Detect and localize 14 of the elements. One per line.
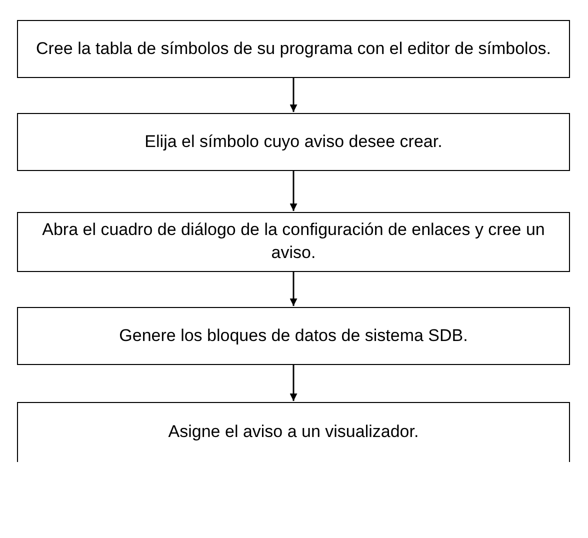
step-text: Elija el símbolo cuyo aviso desee crear. [144,130,442,153]
process-box [17,212,570,272]
step-text: Abra el cuadro de diálogo de la configuración de enlaces y cree un aviso. [41,219,546,264]
step-text: Asigne el aviso a un visualizador. [168,421,419,444]
arrow [290,171,298,211]
process-box [17,307,570,365]
process-box [17,20,570,78]
step-text: Cree la tabla de símbolos de su programa con el editor de símbolos. [36,38,551,60]
arrow [290,272,298,306]
arrow [290,78,298,112]
process-box [17,113,570,171]
process-box [17,402,570,462]
arrow [290,365,298,401]
step-text: Genere los bloques de datos de sistema SDB. [119,324,468,347]
